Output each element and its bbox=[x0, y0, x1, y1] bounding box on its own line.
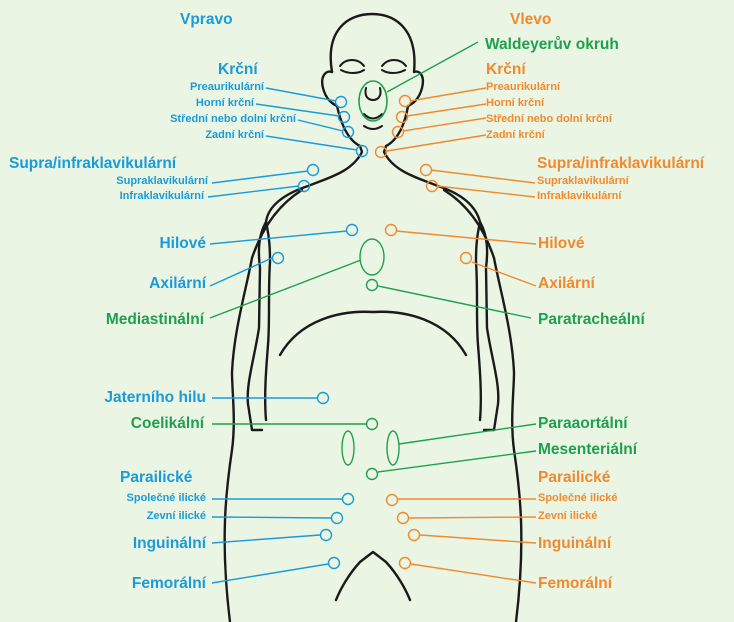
nose bbox=[365, 88, 380, 100]
node-paratracheal bbox=[367, 280, 378, 291]
node-mesenteric bbox=[367, 469, 378, 480]
label-upper-cervical-left: Horní krční bbox=[486, 98, 544, 109]
label-mediastinal: Mediastinální bbox=[106, 312, 204, 328]
header-right: Vpravo bbox=[180, 12, 233, 28]
label-mid-cervical-left: Střední nebo dolní krční bbox=[486, 114, 612, 125]
node-axillary-left bbox=[461, 253, 472, 264]
label-clavicular-right: Supra/infraklavikulární bbox=[9, 156, 176, 172]
label-celiac: Coelikální bbox=[131, 416, 204, 432]
label-inguinal-right: Inguinální bbox=[133, 536, 206, 552]
label-iliac-right: Parailické bbox=[120, 470, 192, 486]
node-inguinal-right bbox=[321, 530, 332, 541]
label-axillary-right: Axilární bbox=[149, 276, 206, 292]
label-cervical-right: Krční bbox=[218, 62, 258, 78]
left-side-markers bbox=[376, 88, 537, 583]
arm-shoulder-left bbox=[476, 222, 480, 262]
node-common-iliac-right bbox=[343, 494, 354, 505]
chin bbox=[364, 126, 382, 129]
label-femoral-right: Femorální bbox=[132, 576, 206, 592]
label-waldeyer: Waldeyerův okruh bbox=[485, 37, 619, 53]
header-left: Vlevo bbox=[510, 12, 551, 28]
legs-split bbox=[336, 552, 410, 600]
node-common-iliac-left bbox=[387, 495, 398, 506]
label-infraclavicular-right: Infraklavikulární bbox=[120, 191, 204, 202]
torso-right bbox=[225, 190, 302, 622]
eye-right bbox=[340, 60, 364, 66]
label-hilar-left: Hilové bbox=[538, 236, 585, 252]
node-axillary-right bbox=[273, 253, 284, 264]
label-posterior-cervical-right: Zadní krční bbox=[205, 130, 264, 141]
label-posterior-cervical-left: Zadní krční bbox=[486, 130, 545, 141]
label-mesenteric: Mesenteriální bbox=[538, 442, 637, 458]
node-hilar-right bbox=[347, 225, 358, 236]
node-preauricular-right bbox=[336, 97, 347, 108]
label-external-iliac-left: Zevní ilické bbox=[538, 511, 597, 522]
label-cervical-left: Krční bbox=[486, 62, 526, 78]
node-hilar-left bbox=[386, 225, 397, 236]
label-supraclavicular-right: Supraklavikulární bbox=[116, 176, 208, 187]
node-supraclavicular-left bbox=[421, 165, 432, 176]
label-preauricular-right: Preaurikulární bbox=[190, 82, 264, 93]
eye-left-lower bbox=[382, 70, 405, 73]
eye-left bbox=[382, 60, 406, 66]
label-mid-cervical-right: Střední nebo dolní krční bbox=[170, 114, 296, 125]
label-preauricular-left: Preaurikulární bbox=[486, 82, 560, 93]
label-paraaortic: Paraaortální bbox=[538, 416, 628, 432]
torso-left bbox=[444, 190, 521, 622]
arm-shoulder-right bbox=[266, 222, 270, 262]
label-common-iliac-left: Společné ilické bbox=[538, 493, 617, 504]
node-external-iliac-right bbox=[332, 513, 343, 524]
node-femoral-right bbox=[329, 558, 340, 569]
label-inguinal-left: Inguinální bbox=[538, 536, 611, 552]
node-celiac bbox=[367, 419, 378, 430]
label-upper-cervical-right: Horní krční bbox=[196, 98, 254, 109]
arm-inner-left bbox=[476, 262, 481, 420]
node-paraaortic-left bbox=[387, 431, 399, 465]
label-supraclavicular-left: Supraklavikulární bbox=[537, 176, 629, 187]
node-hepatic-hilum-right bbox=[318, 393, 329, 404]
arm-inner-right bbox=[265, 262, 270, 420]
chest-line bbox=[280, 312, 466, 355]
label-common-iliac-right: Společné ilické bbox=[127, 493, 206, 504]
node-femoral-left bbox=[400, 558, 411, 569]
label-clavicular-left: Supra/infraklavikulární bbox=[537, 156, 704, 172]
label-hepatic-hilum-right: Jaterního hilu bbox=[104, 390, 206, 406]
mouth bbox=[364, 114, 382, 119]
eye-right-lower bbox=[341, 70, 364, 73]
node-external-iliac-left bbox=[398, 513, 409, 524]
label-femoral-left: Femorální bbox=[538, 576, 612, 592]
node-supraclavicular-right bbox=[308, 165, 319, 176]
node-preauricular-left bbox=[400, 96, 411, 107]
label-iliac-left: Parailické bbox=[538, 470, 610, 486]
label-axillary-left: Axilární bbox=[538, 276, 595, 292]
right-side-markers bbox=[208, 88, 368, 583]
node-paraaortic-right bbox=[342, 431, 354, 465]
label-external-iliac-right: Zevní ilické bbox=[147, 511, 206, 522]
label-hilar-right: Hilové bbox=[159, 236, 206, 252]
label-infraclavicular-left: Infraklavikulární bbox=[537, 191, 621, 202]
node-inguinal-left bbox=[409, 530, 420, 541]
label-paratracheal: Paratracheální bbox=[538, 312, 645, 328]
node-mediastinal bbox=[360, 239, 384, 275]
